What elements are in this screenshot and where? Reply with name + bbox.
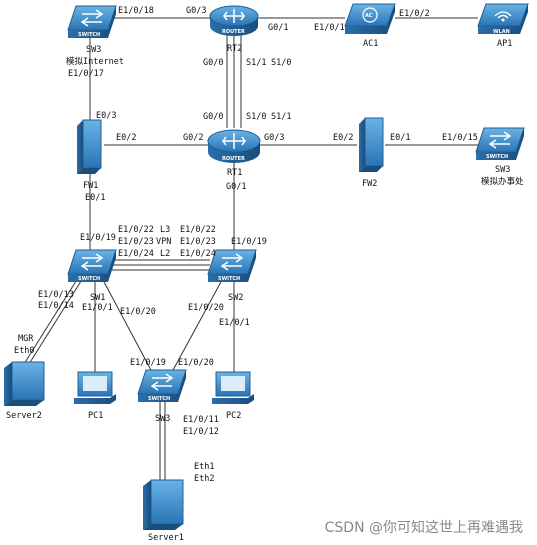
port-label: E0/2 [333, 133, 353, 143]
firewall-icon-fw1[interactable] [77, 119, 102, 174]
device-name-fw2: FW2 [362, 179, 377, 189]
link-sw1-server2-b [28, 277, 84, 365]
device-name-sw3-access: SW3 [155, 414, 170, 424]
device-name-sw3-office: SW3 [495, 165, 510, 175]
port-label: E1/0/14 [38, 301, 74, 311]
ap-icon-ap1[interactable]: WLAN [477, 3, 529, 35]
port-label: S1/0 [271, 58, 291, 68]
port-label: G0/3 [186, 6, 206, 16]
switch-badge: SWITCH [78, 276, 100, 282]
port-label: G0/2 [183, 133, 203, 143]
device-label-eth1: Eth1 [194, 462, 214, 472]
device-name-pc2: PC2 [226, 411, 241, 421]
switch-icon-sw2[interactable]: SWITCH [207, 249, 257, 282]
switch-icon-sw3-internet[interactable]: SWITCH [67, 5, 117, 38]
port-label: E1/0/2 [399, 9, 430, 19]
device-label-mgr: MGR [18, 334, 34, 344]
links [23, 17, 478, 482]
port-label: S1/0 [246, 112, 266, 122]
switch-badge: SWITCH [486, 154, 508, 160]
server-icon-server1[interactable] [143, 479, 184, 530]
device-label-eth0: Eth0 [14, 346, 34, 356]
wlan-badge: WLAN [493, 29, 510, 35]
port-label: E0/1 [85, 193, 105, 203]
port-label: E1/0/15 [442, 133, 478, 143]
port-label: E0/1 [390, 133, 410, 143]
device-labels: SW3 模拟Internet RT2 AC1 AP1 FW1 RT1 FW2 S… [6, 39, 524, 543]
ac-icon-ac1[interactable]: AC [344, 3, 396, 34]
port-label: G0/1 [268, 23, 288, 33]
port-label: E1/0/20 [188, 303, 224, 313]
port-label: E1/0/22 [118, 225, 154, 235]
port-label: G0/1 [226, 182, 246, 192]
port-label: E0/3 [96, 111, 116, 121]
device-subname-sw3-internet: 模拟Internet [66, 56, 124, 67]
port-label: E1/0/23 [118, 237, 154, 247]
port-label: S1/1 [246, 58, 266, 68]
link-sw1-sw3access [102, 279, 153, 373]
device-label-eth2: Eth2 [194, 474, 214, 484]
port-label: G0/0 [203, 58, 223, 68]
pc-icon-pc1[interactable] [74, 371, 116, 404]
switch-badge: SWITCH [78, 32, 100, 38]
device-name-fw1: FW1 [83, 181, 98, 191]
switch-badge: SWITCH [218, 276, 240, 282]
port-label: E1/0/19 [130, 358, 166, 368]
port-label: L2 [160, 249, 170, 259]
port-label: E1/0/18 [118, 6, 154, 16]
device-name-server2: Server2 [6, 411, 42, 421]
port-label: E1/0/11 [183, 415, 219, 425]
port-label: G0/3 [264, 133, 284, 143]
ac-badge: AC [365, 13, 373, 19]
device-name-server1: Server1 [148, 533, 184, 543]
port-label: E1/0/23 [180, 237, 216, 247]
port-label: E1/0/1 [82, 303, 113, 313]
device-name-sw2: SW2 [228, 293, 243, 303]
device-name-pc1: PC1 [88, 411, 103, 421]
switch-icon-sw3-office[interactable]: SWITCH [475, 127, 525, 160]
port-label: E1/0/22 [180, 225, 216, 235]
switch-icon-sw3-access[interactable]: SWITCH [137, 369, 187, 402]
port-labels: E1/0/18 G0/3 G0/1 E1/0/1 E1/0/2 E1/0/17 … [38, 6, 478, 437]
port-label: E1/0/19 [80, 233, 116, 243]
port-label: E1/0/1 [219, 318, 250, 328]
port-label: E1/0/24 [118, 249, 154, 259]
firewall-icon-fw2[interactable] [359, 117, 384, 172]
switch-icon-sw1[interactable]: SWITCH [67, 249, 117, 282]
port-label: E1/0/20 [120, 307, 156, 317]
device-name-ac1: AC1 [363, 39, 378, 49]
port-label: E1/0/13 [38, 290, 74, 300]
router-badge: ROUTER [222, 156, 245, 162]
device-name-sw3-internet: SW3 [86, 45, 101, 55]
router-badge: ROUTER [222, 29, 245, 35]
port-label: L3 [160, 225, 170, 235]
port-label: S1/1 [271, 112, 291, 122]
router-icon-rt2[interactable]: ROUTER [209, 5, 259, 36]
device-name-rt2: RT2 [227, 44, 242, 54]
port-label: VPN [156, 237, 171, 247]
router-icon-rt1[interactable]: ROUTER [207, 129, 261, 163]
port-label: E1/0/20 [178, 358, 214, 368]
port-label: E1/0/24 [180, 249, 216, 259]
link-sw1-server2-a [23, 277, 79, 365]
device-name-rt1: RT1 [227, 168, 242, 178]
pc-icon-pc2[interactable] [212, 371, 254, 404]
port-label: E1/0/12 [183, 427, 219, 437]
port-label: E1/0/1 [314, 23, 345, 33]
device-subname-sw3-office: 模拟办事处 [481, 176, 524, 187]
watermark: CSDN @你可知这世上再难遇我 [324, 520, 523, 536]
port-label: E0/2 [116, 133, 136, 143]
port-label: G0/0 [203, 112, 223, 122]
server-icon-server2[interactable] [4, 361, 45, 406]
device-name-sw1: SW1 [90, 293, 105, 303]
port-label: E1/0/17 [68, 69, 104, 79]
switch-badge: SWITCH [148, 396, 170, 402]
link-sw2-sw3access [171, 279, 223, 373]
port-label: E1/0/19 [231, 237, 267, 247]
device-name-ap1: AP1 [497, 39, 512, 49]
